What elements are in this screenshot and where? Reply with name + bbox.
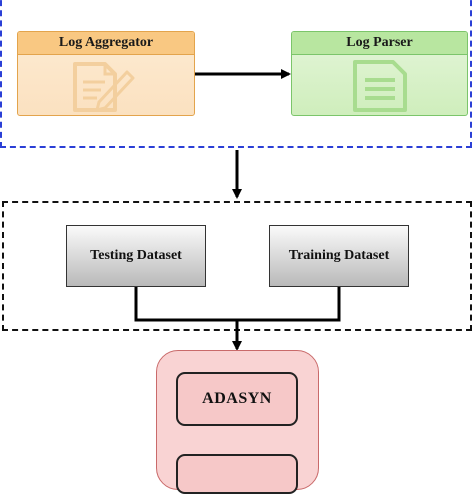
- adasyn-node[interactable]: ADASYN: [176, 372, 298, 426]
- log-parser-node[interactable]: Log Parser: [291, 31, 468, 116]
- document-lines-icon: [353, 60, 407, 112]
- next-step-node[interactable]: [176, 454, 298, 494]
- connectors: [134, 69, 341, 351]
- training-dataset-label: Training Dataset: [288, 248, 390, 263]
- testing-dataset-label: Testing Dataset: [90, 248, 182, 263]
- edit-document-icon: [73, 62, 135, 112]
- log-aggregator-title: Log Aggregator: [18, 32, 194, 55]
- group-log-collection: [0, 0, 472, 148]
- log-parser-title: Log Parser: [292, 32, 467, 55]
- connector-training-to-merge: [237, 287, 341, 322]
- adasyn-label: ADASYN: [202, 390, 272, 407]
- training-dataset-node[interactable]: Training Dataset: [269, 225, 409, 287]
- testing-dataset-node[interactable]: Testing Dataset: [66, 225, 206, 287]
- connector-testing-to-merge: [134, 287, 237, 322]
- log-aggregator-node[interactable]: Log Aggregator: [17, 31, 195, 116]
